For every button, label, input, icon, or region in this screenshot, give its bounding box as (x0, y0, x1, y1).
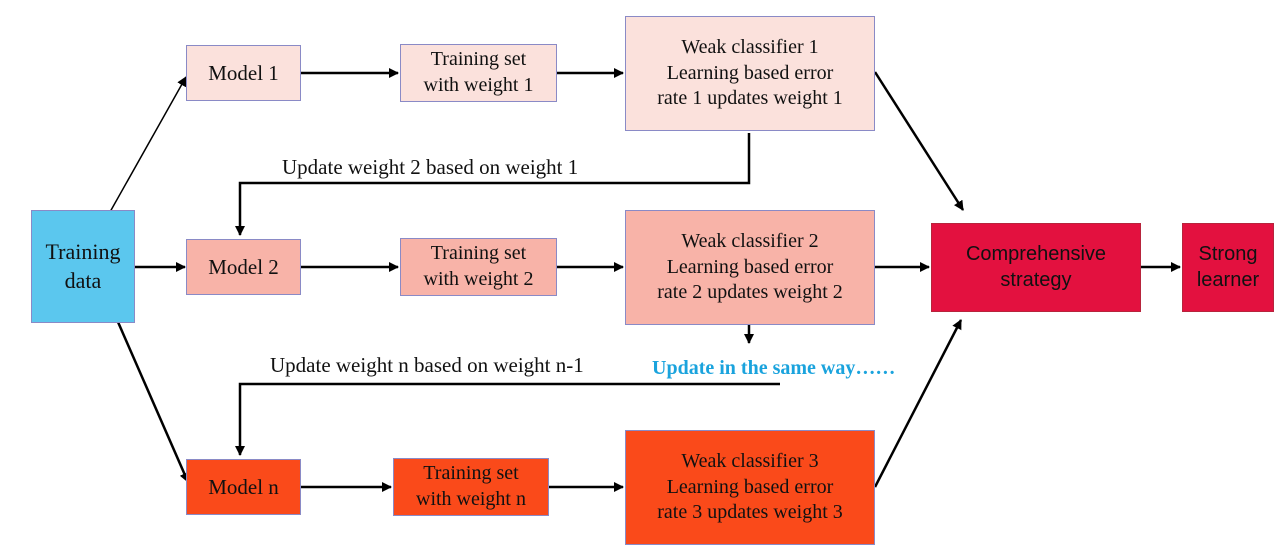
arrow-data-to-model1 (109, 76, 187, 213)
node-model-1: Model 1 (186, 45, 301, 101)
node-weak-classifier-1: Weak classifier 1 Learning based error r… (625, 16, 875, 131)
node-strong-learner: Strong learner (1182, 223, 1274, 312)
node-training-set-1: Training set with weight 1 (400, 44, 557, 102)
node-comprehensive-strategy: Comprehensive strategy (931, 223, 1141, 312)
arrow-data-to-modeln (116, 321, 190, 483)
arrow-weak3-to-strategy (873, 319, 963, 488)
arrow-weak1-to-strategy (873, 71, 965, 211)
node-model-n: Model n (186, 459, 301, 515)
note-update-same-way: Update in the same way…… (652, 357, 896, 379)
node-weak-classifier-3: Weak classifier 3 Learning based error r… (625, 430, 875, 545)
node-training-set-2: Training set with weight 2 (400, 238, 557, 296)
arrow-update-weight-2 (235, 133, 751, 236)
node-weak-classifier-2: Weak classifier 2 Learning based error r… (625, 210, 875, 325)
arrow-update-weight-n (235, 382, 780, 456)
label-update-weight-n: Update weight n based on weight n-1 (270, 353, 584, 377)
label-update-weight-2: Update weight 2 based on weight 1 (282, 155, 579, 179)
node-training-data: Training data (31, 210, 135, 323)
node-model-2: Model 2 (186, 239, 301, 295)
node-training-set-n: Training set with weight n (393, 458, 549, 516)
